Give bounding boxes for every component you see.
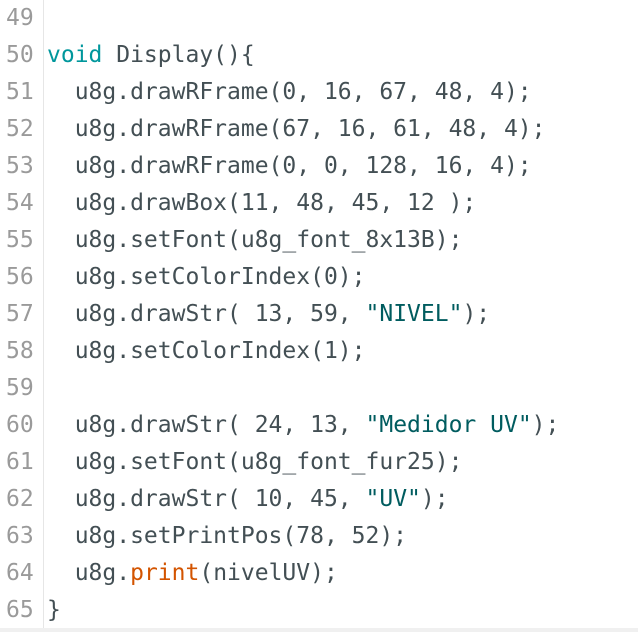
line-number: 52 [6, 116, 34, 142]
editor-bottom-edge [0, 628, 638, 632]
code-token: "UV" [365, 486, 421, 512]
code-token: } [47, 597, 61, 623]
line-number-gutter [0, 0, 44, 632]
line-code[interactable]: u8g.print(nivelUV); [47, 555, 338, 592]
line-number: 56 [6, 264, 34, 290]
line-code[interactable]: u8g.drawRFrame(0, 0, 128, 16, 4); [47, 148, 532, 185]
line-number: 54 [6, 190, 34, 216]
code-token: u8g.drawBox(11, 48, 45, 12 ); [47, 190, 477, 216]
code-token: print [130, 560, 200, 586]
code-line[interactable]: 55 u8g.setFont(u8g_font_8x13B); [0, 222, 638, 259]
code-token: ); [420, 486, 449, 512]
line-number: 59 [6, 375, 34, 401]
line-code[interactable]: u8g.setColorIndex(0); [47, 259, 366, 296]
line-number: 61 [6, 449, 34, 475]
code-line[interactable]: 61 u8g.setFont(u8g_font_fur25); [0, 444, 638, 481]
line-number: 64 [6, 560, 34, 586]
code-line[interactable]: 51 u8g.drawRFrame(0, 16, 67, 48, 4); [0, 74, 638, 111]
code-token: u8g.drawStr( 10, 45, [47, 486, 366, 512]
code-line[interactable]: 53 u8g.drawRFrame(0, 0, 128, 16, 4); [0, 148, 638, 185]
line-code[interactable]: u8g.setColorIndex(1); [47, 333, 366, 370]
code-token: u8g.setColorIndex(1); [47, 338, 366, 364]
line-code[interactable]: void Display(){ [47, 37, 255, 74]
code-token: u8g.drawRFrame(0, 0, 128, 16, 4); [47, 153, 532, 179]
line-code[interactable]: u8g.drawStr( 10, 45, "UV"); [47, 481, 449, 518]
line-code[interactable]: } [47, 592, 61, 629]
code-token: u8g.setFont(u8g_font_8x13B); [47, 227, 463, 253]
line-code[interactable]: u8g.drawRFrame(67, 16, 61, 48, 4); [47, 111, 546, 148]
code-line[interactable]: 65} [0, 592, 638, 629]
line-code[interactable]: u8g.setFont(u8g_font_fur25); [47, 444, 463, 481]
code-line[interactable]: 63 u8g.setPrintPos(78, 52); [0, 518, 638, 555]
line-number: 58 [6, 338, 34, 364]
line-number: 62 [6, 486, 34, 512]
line-number: 63 [6, 523, 34, 549]
code-token: "Medidor UV" [365, 412, 532, 438]
code-token: ); [531, 412, 560, 438]
gutter-divider [43, 0, 44, 632]
code-token: u8g.drawRFrame(0, 16, 67, 48, 4); [47, 79, 532, 105]
code-line[interactable]: 58 u8g.setColorIndex(1); [0, 333, 638, 370]
line-number: 57 [6, 301, 34, 327]
code-line[interactable]: 62 u8g.drawStr( 10, 45, "UV"); [0, 481, 638, 518]
line-number: 60 [6, 412, 34, 438]
code-line[interactable]: 59 [0, 370, 638, 407]
line-number: 65 [6, 597, 34, 623]
code-token: "NIVEL" [365, 301, 463, 327]
code-line[interactable]: 49 [0, 0, 638, 37]
line-code[interactable]: u8g.setPrintPos(78, 52); [47, 518, 407, 555]
code-token: u8g.drawStr( 24, 13, [47, 412, 366, 438]
line-number: 50 [6, 42, 34, 68]
code-line[interactable]: 57 u8g.drawStr( 13, 59, "NIVEL"); [0, 296, 638, 333]
line-number: 51 [6, 79, 34, 105]
line-code[interactable]: u8g.drawStr( 13, 59, "NIVEL"); [47, 296, 490, 333]
code-token: (nivelUV); [199, 560, 338, 586]
line-number: 55 [6, 227, 34, 253]
code-token: u8g.setPrintPos(78, 52); [47, 523, 408, 549]
code-token: u8g.setFont(u8g_font_fur25); [47, 449, 463, 475]
code-token: u8g.drawRFrame(67, 16, 61, 48, 4); [47, 116, 546, 142]
code-line[interactable]: 56 u8g.setColorIndex(0); [0, 259, 638, 296]
line-code[interactable]: u8g.drawRFrame(0, 16, 67, 48, 4); [47, 74, 532, 111]
code-token: u8g. [47, 560, 131, 586]
line-code[interactable]: u8g.setFont(u8g_font_8x13B); [47, 222, 463, 259]
code-line[interactable]: 60 u8g.drawStr( 24, 13, "Medidor UV"); [0, 407, 638, 444]
code-token: u8g.drawStr( 13, 59, [47, 301, 366, 327]
code-line[interactable]: 50 void Display(){ [0, 37, 638, 74]
code-line[interactable]: 54 u8g.drawBox(11, 48, 45, 12 ); [0, 185, 638, 222]
code-token: Display(){ [102, 42, 255, 68]
line-code[interactable]: u8g.drawStr( 24, 13, "Medidor UV"); [47, 407, 560, 444]
code-token: void [47, 42, 103, 68]
code-token: u8g.setColorIndex(0); [47, 264, 366, 290]
line-number: 53 [6, 153, 34, 179]
code-line[interactable]: 64 u8g.print(nivelUV); [0, 555, 638, 592]
code-token: ); [462, 301, 491, 327]
line-number: 49 [6, 5, 34, 31]
line-code[interactable]: u8g.drawBox(11, 48, 45, 12 ); [47, 185, 477, 222]
code-line[interactable]: 52 u8g.drawRFrame(67, 16, 61, 48, 4); [0, 111, 638, 148]
